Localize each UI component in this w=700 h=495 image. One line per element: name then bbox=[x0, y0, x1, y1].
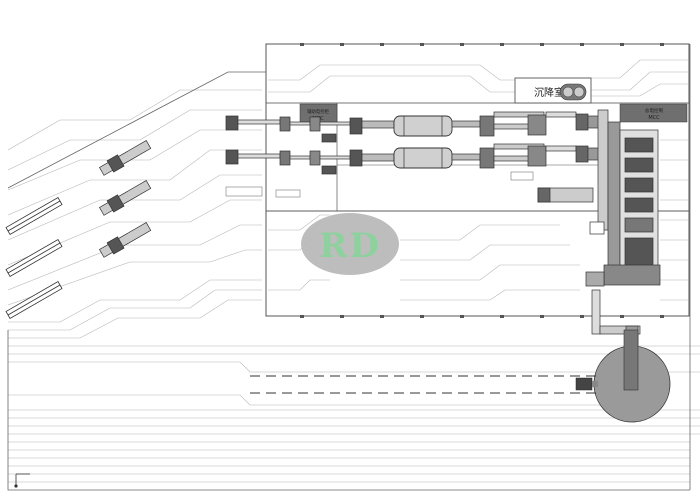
process-line-lower bbox=[225, 143, 601, 175]
process-line-upper bbox=[225, 111, 601, 143]
site-boundary bbox=[7, 44, 691, 491]
rd-logo-letters: RD bbox=[319, 226, 381, 266]
site-contour-lines bbox=[7, 59, 700, 483]
axis-marker-icon bbox=[14, 473, 30, 488]
vertical-conveyor bbox=[537, 109, 661, 287]
feeder-units bbox=[99, 140, 152, 258]
rd-logo: RD bbox=[301, 213, 399, 275]
storage-rails bbox=[5, 196, 63, 320]
mcc-right-sub: MCC bbox=[648, 115, 660, 121]
mcc-right-title: 总电控制 bbox=[645, 107, 664, 114]
settling-room: 沉降室 bbox=[514, 77, 592, 104]
equipment-outlines bbox=[225, 171, 534, 198]
settling-room-label: 沉降室 bbox=[534, 86, 564, 99]
mcc-left-title: 辅助电控柜 bbox=[307, 108, 330, 115]
settling-duct-icon bbox=[559, 83, 587, 101]
rail-dashed-lines bbox=[250, 375, 596, 394]
mcc-panel-right: 总电控制 MCC bbox=[619, 103, 688, 123]
column-ticks bbox=[300, 43, 664, 318]
round-tank bbox=[575, 329, 671, 423]
